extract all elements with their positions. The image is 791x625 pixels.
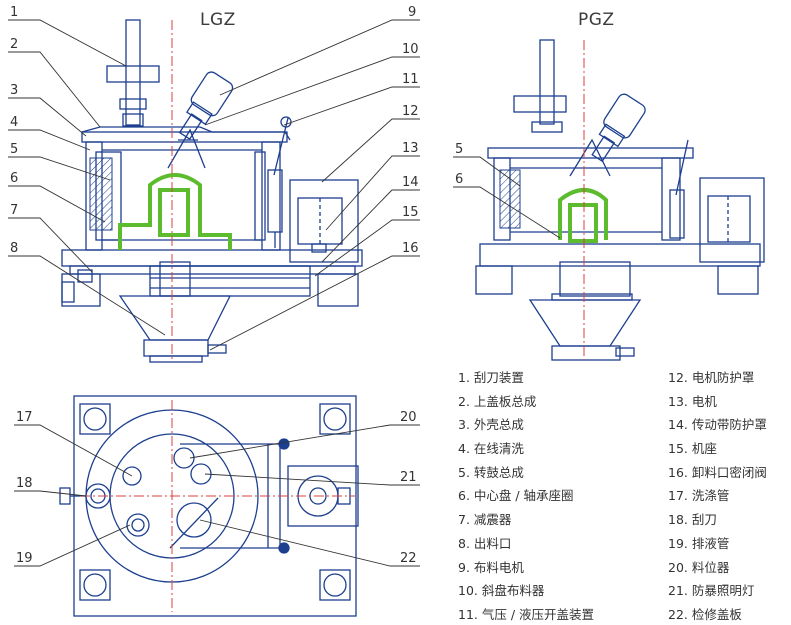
legend-item: 21. 防暴照明灯 <box>668 583 755 599</box>
legend-item: 4. 在线清洗 <box>458 441 524 457</box>
callout-9: 9 <box>408 5 416 20</box>
legend-item: 12. 电机防护罩 <box>668 370 755 385</box>
callout-8: 8 <box>10 241 18 256</box>
legend-item: 20. 料位器 <box>668 559 730 575</box>
legend-item: 17. 洗涤管 <box>668 488 730 504</box>
callout-4: 4 <box>10 115 18 130</box>
lgz-basket-hatch <box>89 157 113 231</box>
leader-lines <box>8 19 561 567</box>
callout-7: 7 <box>10 203 18 218</box>
title-pgz: PGZ <box>578 10 615 30</box>
callout-3: 3 <box>10 83 18 98</box>
legend-item: 2. 上盖板总成 <box>458 393 537 409</box>
callout-13: 13 <box>402 141 419 156</box>
legend-item: 9. 布料电机 <box>458 559 524 575</box>
callout-16: 16 <box>402 241 419 256</box>
legend-item: 15. 机座 <box>668 441 717 457</box>
legend-item: 1. 刮刀装置 <box>458 370 524 385</box>
legend-item: 6. 中心盘 / 轴承座圈 <box>458 488 574 504</box>
lgz-front-view <box>61 19 363 363</box>
legend-item: 7. 减震器 <box>458 512 512 528</box>
legend-item: 8. 出料口 <box>458 535 512 551</box>
lgz-center-disc <box>118 173 232 250</box>
legend-item: 16. 卸料口密闭阀 <box>668 464 767 480</box>
callout-11: 11 <box>402 72 419 87</box>
callout-15: 15 <box>402 205 419 220</box>
callout-14: 14 <box>402 175 419 190</box>
top-view <box>59 395 359 617</box>
callout-22: 22 <box>400 551 417 566</box>
callout-19: 19 <box>16 551 33 566</box>
callout-10: 10 <box>402 42 419 57</box>
callout-5: 5 <box>10 142 18 157</box>
legend-item: 5. 转鼓总成 <box>458 464 524 480</box>
pgz-center-disc <box>558 188 608 243</box>
legend-item: 13. 电机 <box>668 393 717 409</box>
callout-pgz-5: 5 <box>455 142 463 157</box>
legend-item: 14. 传动带防护罩 <box>668 417 767 433</box>
legend-item: 11. 气压 / 液压开盖装置 <box>458 606 595 622</box>
callout-12: 12 <box>402 104 419 119</box>
legend-item: 3. 外壳总成 <box>458 417 524 433</box>
title-lgz: LGZ <box>200 10 236 30</box>
legend-item: 10. 斜盘布料器 <box>458 583 545 599</box>
callout-20: 20 <box>400 410 417 425</box>
callout-6: 6 <box>10 171 18 186</box>
legend-right: 12. 电机防护罩 13. 电机 14. 传动带防护罩 15. 机座 16. 卸… <box>668 366 767 625</box>
pgz-basket-hatch <box>499 169 521 229</box>
legend-item: 18. 刮刀 <box>668 512 717 528</box>
callout-17: 17 <box>16 410 33 425</box>
callout-1: 1 <box>10 5 18 20</box>
callout-21: 21 <box>400 470 417 485</box>
pgz-front-view <box>475 39 765 361</box>
callout-pgz-6: 6 <box>455 172 463 187</box>
legend-item: 22. 检修盖板 <box>668 606 742 622</box>
legend-item: 19. 排液管 <box>668 535 730 551</box>
callout-2: 2 <box>10 37 18 52</box>
callout-18: 18 <box>16 476 33 491</box>
callout-labels: 1 2 3 4 5 6 7 8 9 10 11 12 13 14 15 16 5… <box>10 5 463 566</box>
legend-left: 1. 刮刀装置 2. 上盖板总成 3. 外壳总成 4. 在线清洗 5. 转鼓总成… <box>458 366 594 625</box>
